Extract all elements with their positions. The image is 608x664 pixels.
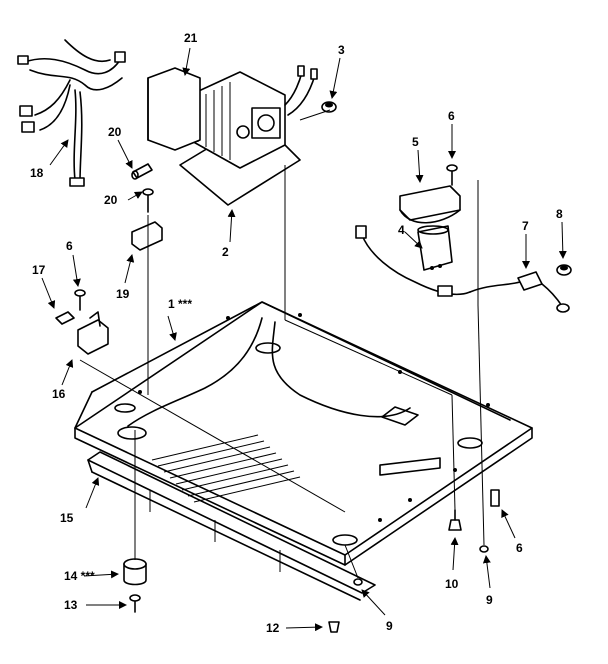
front-panel	[87, 451, 376, 601]
capacitor-bracket	[399, 185, 461, 224]
fuse	[131, 163, 153, 180]
capacitor	[417, 225, 453, 271]
transformer-leads	[284, 65, 318, 116]
foot	[123, 558, 147, 586]
callout-5: 5	[412, 135, 419, 149]
wire-harness	[17, 39, 126, 187]
fuse-holder	[131, 221, 163, 251]
base-pan	[74, 301, 533, 566]
insulator	[55, 311, 75, 325]
callout-20-label: 20	[108, 125, 122, 139]
callout-2: 2	[222, 245, 229, 259]
callout-13: 14 ***	[64, 569, 95, 583]
terminal-block	[77, 311, 109, 355]
callout-16: 17	[32, 263, 46, 277]
callout-17: 18	[30, 166, 44, 180]
callout-leaders	[41, 47, 567, 632]
callout-6-left: 6	[66, 239, 73, 253]
nut-9-left	[353, 578, 363, 586]
screw-6-top	[446, 164, 458, 186]
screw-6-left	[74, 289, 86, 311]
screw-10	[448, 509, 462, 531]
grommet	[321, 101, 337, 113]
cover	[147, 67, 201, 151]
nut-9-right	[479, 545, 489, 553]
transformer	[179, 71, 301, 206]
screw-19	[142, 188, 154, 213]
callout-14: 15	[60, 511, 74, 525]
callout-3: 3	[338, 43, 345, 57]
screw-6-right	[490, 489, 500, 507]
grommet-8	[556, 264, 572, 313]
callout-4: 4	[398, 223, 405, 237]
screw-11	[328, 621, 340, 633]
callout-10: 10	[445, 577, 459, 591]
callout-9-right: 9	[486, 593, 493, 607]
callout-7: 7	[522, 219, 529, 233]
callout-8: 8	[556, 207, 563, 221]
callout-19: 20	[104, 193, 118, 207]
callout-21: 21	[184, 31, 198, 45]
callout-12: 13	[64, 598, 78, 612]
callout-1: 1 ***	[168, 297, 192, 311]
callout-labels: 21 3 2 4 5 6 7 8 6 17 16 19 20 3 20 18 1…	[30, 31, 563, 635]
diode	[517, 271, 563, 307]
callout-18: 19	[116, 287, 130, 301]
assembly-lines	[79, 109, 485, 579]
screw-12	[129, 594, 141, 613]
callout-6-top: 6	[448, 109, 455, 123]
callout-15: 16	[52, 387, 66, 401]
callout-9-left: 9	[386, 619, 393, 633]
callout-11: 12	[266, 621, 280, 635]
capacitor-leads	[355, 225, 521, 297]
callout-6-right: 6	[516, 541, 523, 555]
